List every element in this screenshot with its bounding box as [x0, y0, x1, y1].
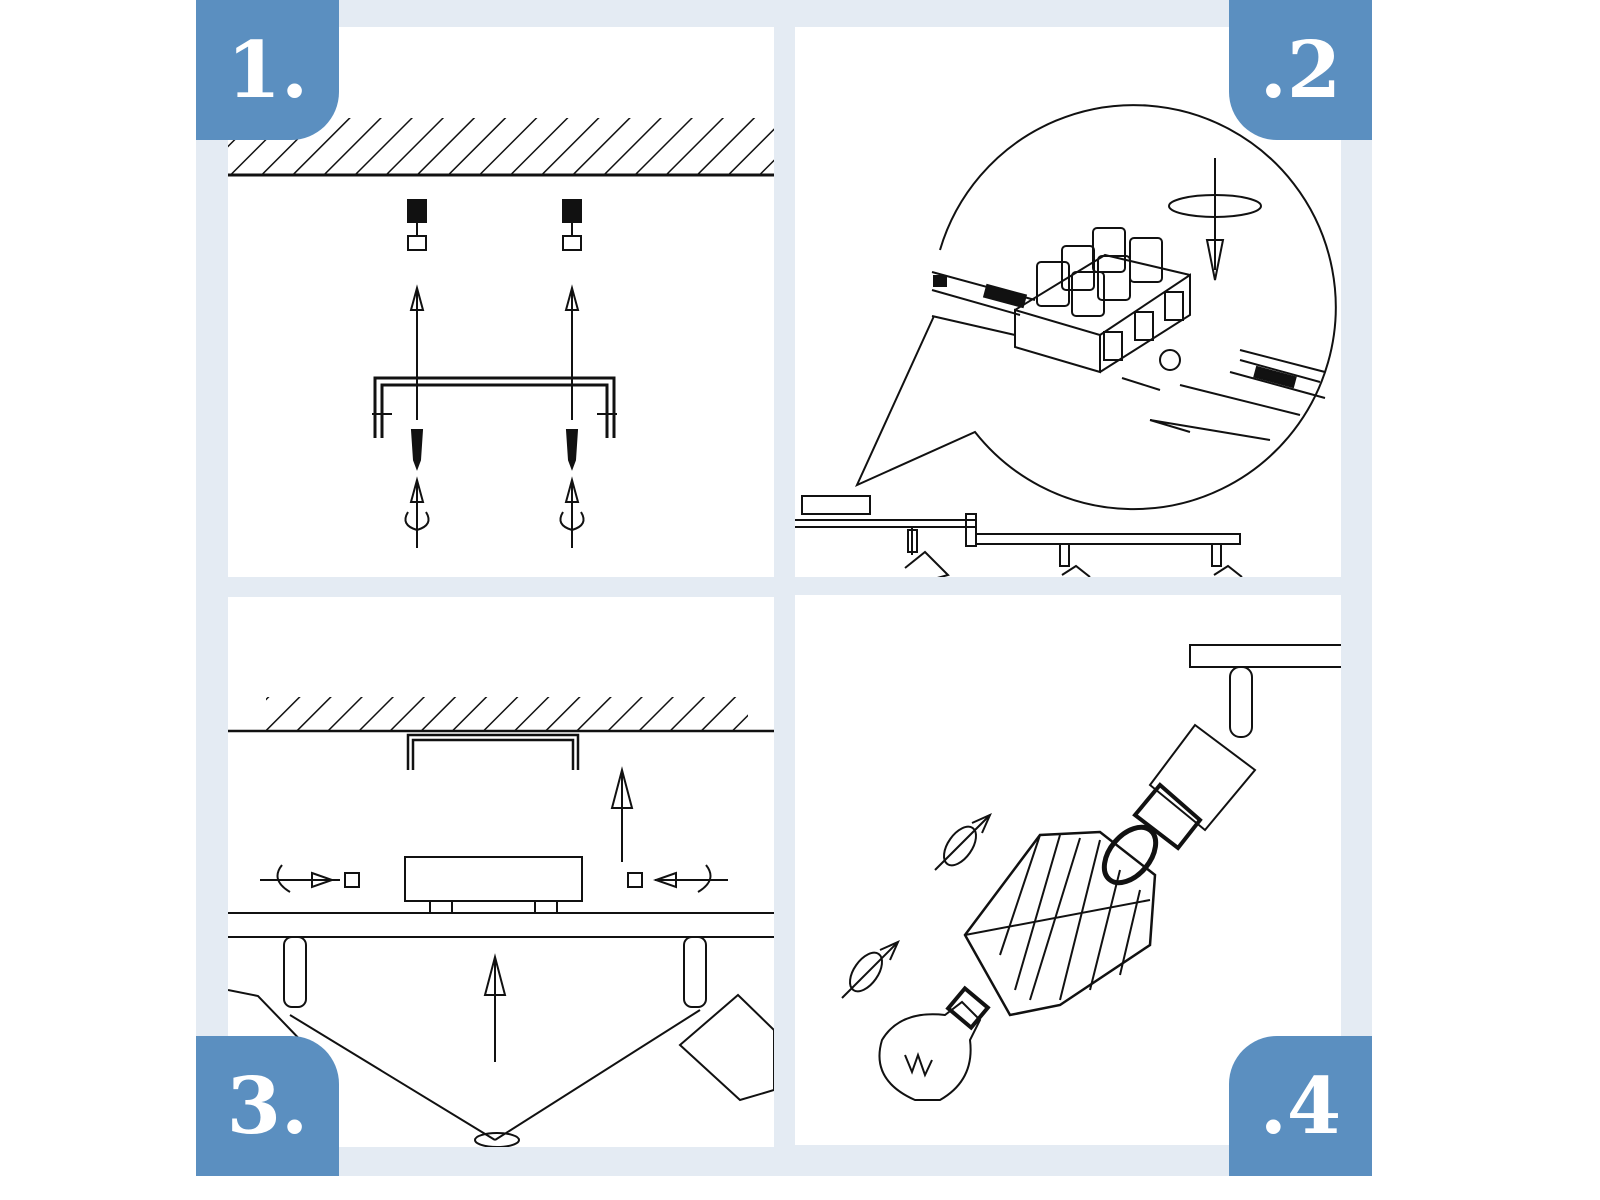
spot-head-right — [680, 995, 774, 1100]
screw-cap — [475, 1133, 519, 1147]
lamp-socket — [1135, 785, 1200, 848]
canopy — [405, 857, 582, 901]
step-1-badge: 1. — [196, 0, 339, 140]
spot-arm-left — [284, 937, 306, 1007]
ceiling-hatch — [266, 697, 748, 730]
step-4-badge: .4 — [1229, 1036, 1372, 1176]
spot-housing — [1150, 725, 1255, 830]
step-2-badge: .2 — [1229, 0, 1372, 140]
light-bar — [976, 534, 1240, 544]
mounting-bracket — [375, 378, 614, 438]
wall-plug-right — [563, 200, 581, 250]
step-1-drawing — [228, 118, 774, 548]
rotate-icon-shade — [938, 821, 983, 871]
step-3-drawing — [228, 697, 774, 1147]
canopy — [802, 496, 870, 514]
screw-left — [412, 430, 422, 468]
step-4-drawing — [842, 645, 1350, 1100]
cage-shade — [965, 818, 1166, 1015]
step-2-drawing — [795, 105, 1336, 580]
screw-right — [567, 430, 577, 468]
terminal-block — [1015, 228, 1190, 372]
spot-arm — [1230, 667, 1252, 737]
light-bulb — [879, 988, 987, 1100]
light-bar — [1190, 645, 1350, 667]
spot-arm-right — [684, 937, 706, 1007]
rotate-icon-bulb — [844, 947, 889, 997]
wall-plug-left — [408, 200, 426, 250]
screw-head — [1160, 350, 1180, 370]
magnifier-callout — [857, 105, 1336, 509]
step-3-badge: 3. — [196, 1036, 339, 1176]
